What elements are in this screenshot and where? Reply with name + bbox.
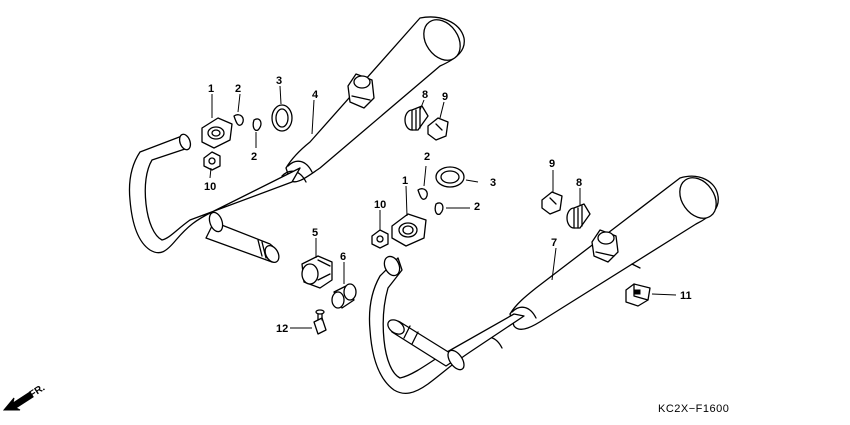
callout-left-muffler: 4 xyxy=(312,89,319,101)
left-gasket-part xyxy=(201,117,233,149)
callout-labels: 1 2 2 3 4 10 8 9 2 3 1 2 10 5 6 12 9 8 7… xyxy=(204,75,692,335)
callout-rubber-mid: 8 xyxy=(422,89,428,101)
callout-right-gasket-ring: 3 xyxy=(490,177,496,189)
callout-left-nut: 10 xyxy=(204,181,216,193)
callout-left-gasket: 1 xyxy=(208,83,214,95)
mid-cap-part xyxy=(427,117,449,141)
right-cap-part xyxy=(541,191,563,215)
callout-cap-mid: 9 xyxy=(442,91,448,103)
right-muffler-assembly xyxy=(368,175,719,395)
right-gasket-ring xyxy=(435,166,465,188)
bolt-part xyxy=(313,309,327,335)
leader-lines xyxy=(209,85,677,329)
left-collar-parts xyxy=(233,114,262,132)
callout-right-collar-bottom: 2 xyxy=(474,201,480,213)
side-clip-part xyxy=(625,283,651,307)
clamp-part xyxy=(301,255,333,289)
left-muffler-assembly xyxy=(128,16,465,264)
callout-bolt: 12 xyxy=(276,323,288,335)
left-gasket-ring xyxy=(271,104,293,132)
right-gasket-part xyxy=(391,213,427,247)
callout-clamp: 5 xyxy=(312,227,318,239)
front-direction-arrow: FR. xyxy=(2,382,47,411)
callout-right-nut: 10 xyxy=(374,199,386,211)
callout-left-collar-bottom: 2 xyxy=(251,151,257,163)
callout-sleeve: 6 xyxy=(340,251,346,263)
mid-rubber-part xyxy=(404,105,429,131)
callout-right-collar-top: 2 xyxy=(424,151,430,163)
diagram-code: KC2X−F1600 xyxy=(658,403,729,415)
right-nut-part xyxy=(371,229,389,249)
callout-side-clip: 11 xyxy=(680,290,692,302)
right-collar-parts xyxy=(417,188,444,216)
callout-left-collar-top: 2 xyxy=(235,83,241,95)
callout-left-gasket-ring: 3 xyxy=(276,75,282,87)
callout-right-muffler: 7 xyxy=(551,237,557,249)
callout-cap-right: 9 xyxy=(549,158,555,170)
sleeve-part xyxy=(331,283,357,309)
left-nut-part xyxy=(203,151,221,171)
right-rubber-part xyxy=(566,203,591,229)
callout-rubber-right: 8 xyxy=(576,177,582,189)
callout-right-gasket: 1 xyxy=(402,175,408,187)
